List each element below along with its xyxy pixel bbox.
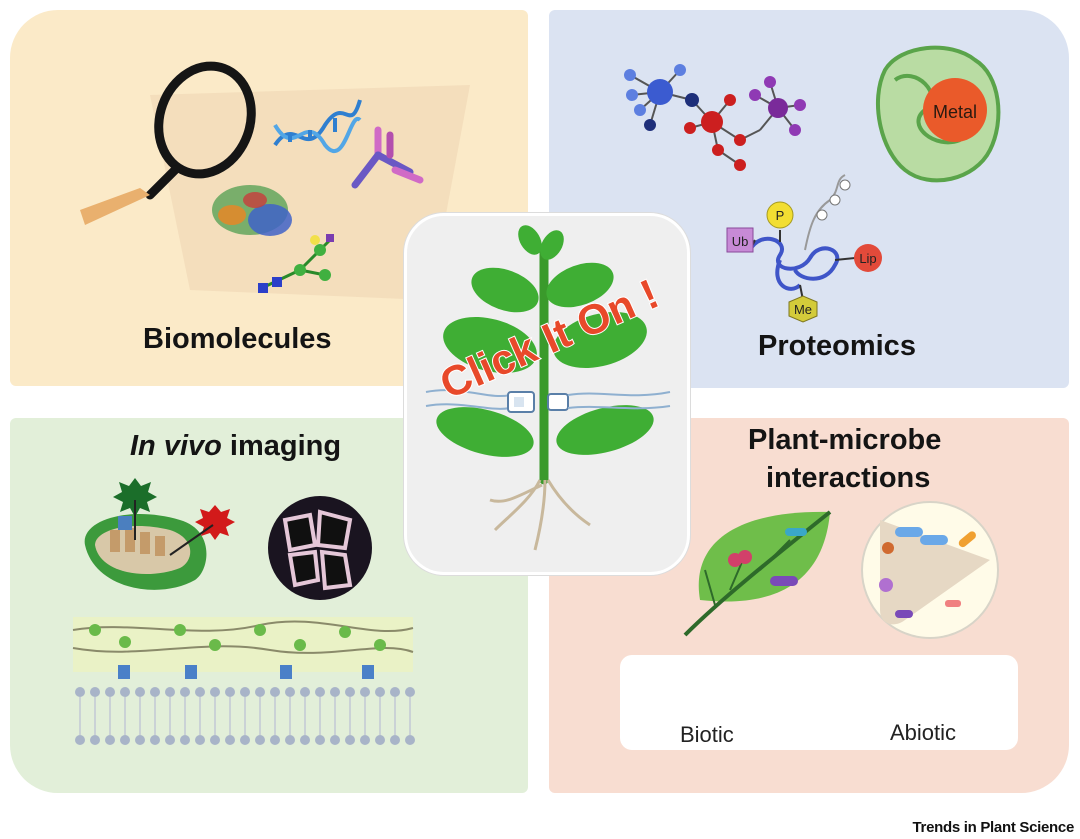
metal-label: Metal <box>933 102 977 122</box>
chloroplast-icon <box>84 514 207 590</box>
membrane-icon <box>72 617 415 745</box>
stress-factors-box <box>620 655 1018 750</box>
glycan-icon <box>258 234 334 293</box>
plant-microbe-label-line2: interactions <box>766 462 931 494</box>
imaging-text: imaging <box>221 430 342 462</box>
magnifier-icon <box>80 61 256 225</box>
ptm-p-label: P <box>776 208 785 223</box>
protein-structure-icon <box>212 185 292 236</box>
metal-protein-icon <box>876 45 1001 183</box>
leaf-icon <box>683 510 832 637</box>
plant-icon <box>436 225 654 551</box>
antibody-icon <box>351 126 424 189</box>
dna-icon <box>273 99 362 154</box>
abiotic-label: Abiotic <box>890 720 957 745</box>
connector-icon <box>425 389 671 413</box>
plant-microbe-label-line1: Plant-microbe <box>748 424 942 456</box>
cell-wall-micrograph-icon <box>268 496 372 600</box>
in-vivo-italic: In vivo <box>130 430 222 462</box>
network-icon <box>624 64 806 171</box>
proteomics-label: Proteomics <box>758 330 916 362</box>
biomolecules-label: Biomolecules <box>143 323 332 355</box>
root-microbes-icon <box>861 501 999 639</box>
in-vivo-imaging-label: In vivo imaging <box>130 430 341 463</box>
journal-credit: Trends in Plant Science <box>912 819 1075 836</box>
fluorescent-probe-icon <box>113 478 235 556</box>
biotic-label: Biotic <box>680 722 734 747</box>
ptm-me-label: Me <box>794 302 812 317</box>
ptm-protein-icon <box>726 174 882 323</box>
ptm-ub-label: Ub <box>732 234 749 249</box>
ptm-lip-label: Lip <box>859 251 876 266</box>
